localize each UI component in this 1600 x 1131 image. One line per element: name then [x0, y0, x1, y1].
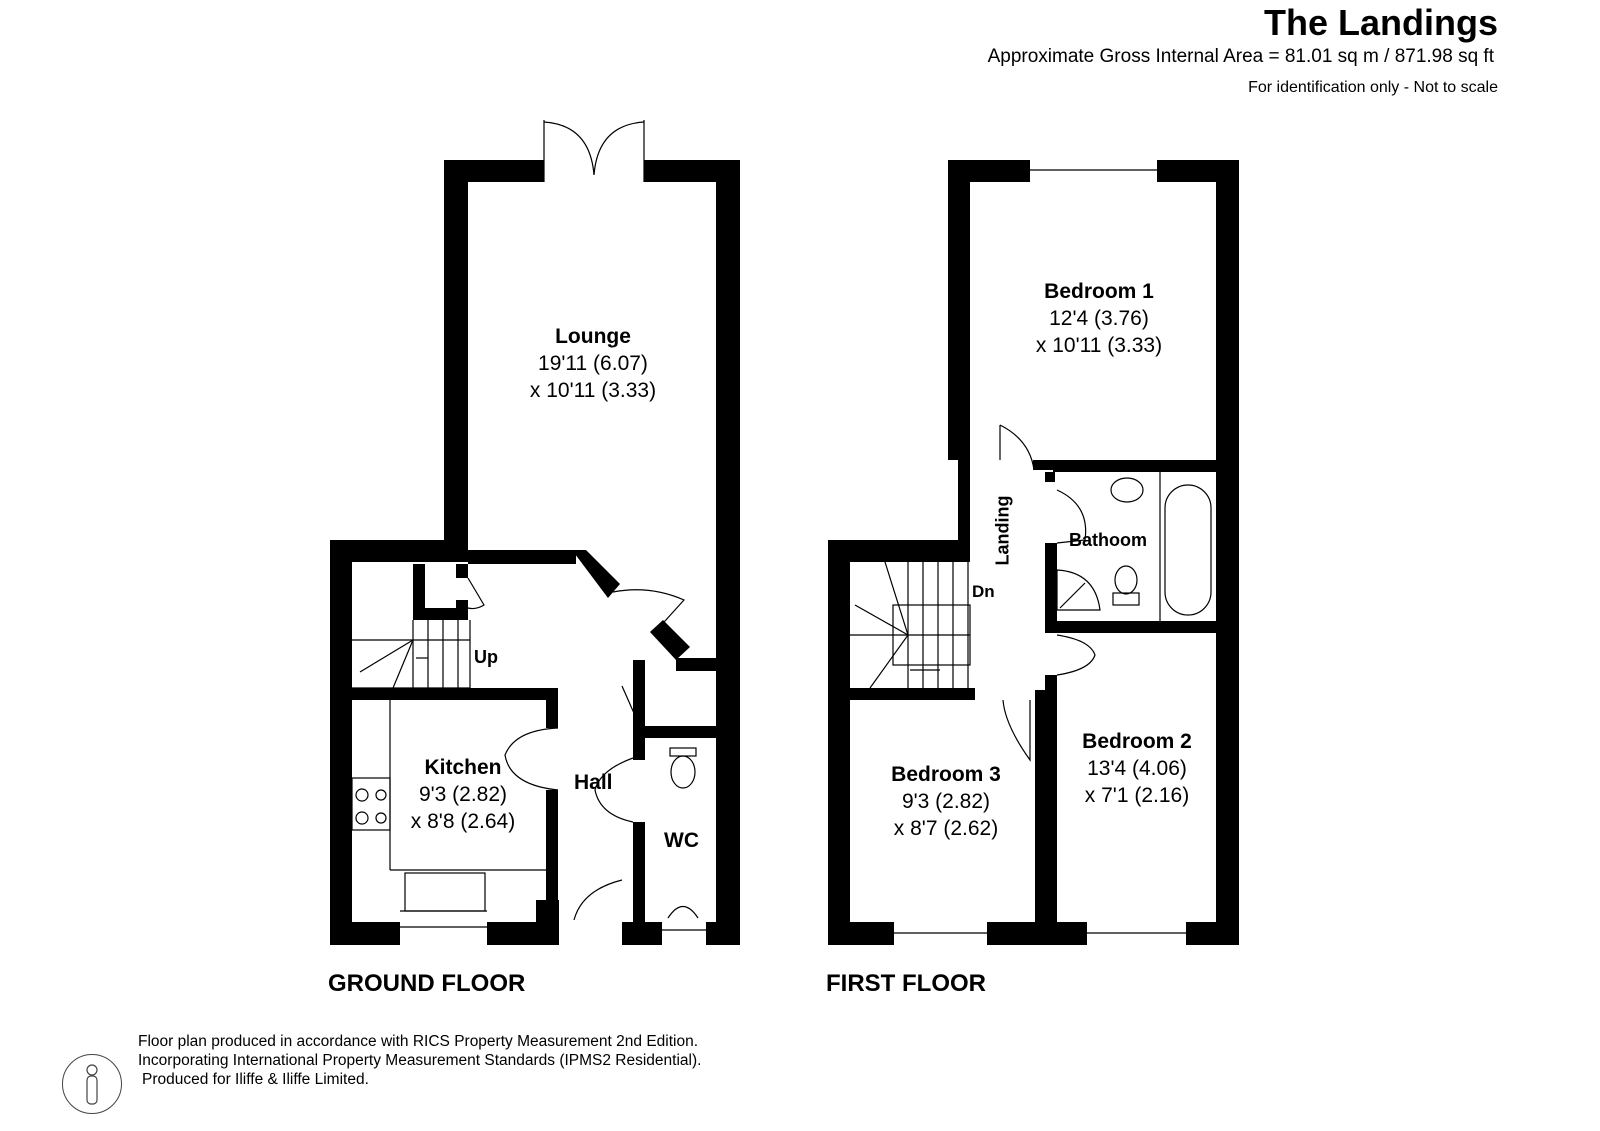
- ground-floor-label: GROUND FLOOR: [328, 970, 526, 997]
- first-floor-fixtures: [850, 169, 1212, 934]
- room-bedroom1: Bedroom 1 12'4 (3.76) x 10'11 (3.33): [1036, 278, 1162, 359]
- room-dim-width: x 8'8 (2.64): [410, 810, 516, 833]
- footer-line-3: Produced for Iliffe & Iliffe Limited.: [142, 1071, 369, 1088]
- stairs-up-label: Up: [474, 647, 498, 667]
- ground-floor-walls: [330, 160, 740, 945]
- room-name: Kitchen: [424, 756, 502, 779]
- room-dim-length: 19'11 (6.07): [538, 352, 648, 375]
- room-landing: Landing: [992, 495, 1013, 566]
- room-kitchen: Kitchen 9'3 (2.82) x 8'8 (2.64): [411, 754, 515, 835]
- room-dim-length: 9'3 (2.82): [901, 790, 991, 813]
- room-dim-width: x 7'1 (2.16): [1084, 784, 1190, 807]
- gross-area: Approximate Gross Internal Area = 81.01 …: [987, 46, 1494, 67]
- room-bedroom3: Bedroom 3 9'3 (2.82) x 8'7 (2.62): [891, 761, 1001, 842]
- disclaimer: For identification only - Not to scale: [1248, 79, 1498, 96]
- first-floor-walls: [828, 160, 1239, 945]
- room-dim-width: x 10'11 (3.33): [529, 379, 657, 402]
- room-hall: Hall: [574, 771, 613, 794]
- footer-line-1: Floor plan produced in accordance with R…: [138, 1033, 699, 1050]
- plan-title: The Landings: [1264, 2, 1498, 43]
- room-lounge: Lounge 19'11 (6.07) x 10'11 (3.33): [530, 323, 656, 404]
- footer-line-2: Incorporating International Property Mea…: [138, 1052, 702, 1069]
- footer-notes: Floor plan produced in accordance with R…: [138, 1032, 701, 1089]
- room-bathroom: Bathoom: [1069, 530, 1147, 550]
- stairs-down-label: Dn: [972, 582, 995, 601]
- room-name: Bedroom 2: [1082, 730, 1192, 753]
- room-dim-length: 12'4 (3.76): [1049, 307, 1149, 330]
- first-floor-label: FIRST FLOOR: [826, 970, 986, 997]
- room-name: Lounge: [555, 325, 631, 348]
- person-in-circle-icon: [62, 1054, 122, 1114]
- room-dim-length: 9'3 (2.82): [418, 783, 508, 806]
- room-bedroom2: Bedroom 2 13'4 (4.06) x 7'1 (2.16): [1082, 728, 1192, 809]
- room-dim-length: 13'4 (4.06): [1087, 757, 1187, 780]
- room-name: Bedroom 3: [891, 763, 1001, 786]
- room-name: Bedroom 1: [1044, 280, 1154, 303]
- room-dim-width: x 8'7 (2.62): [893, 817, 999, 840]
- ground-floor-fixtures: [351, 120, 706, 931]
- room-wc: WC: [664, 829, 699, 852]
- room-dim-width: x 10'11 (3.33): [1035, 334, 1163, 357]
